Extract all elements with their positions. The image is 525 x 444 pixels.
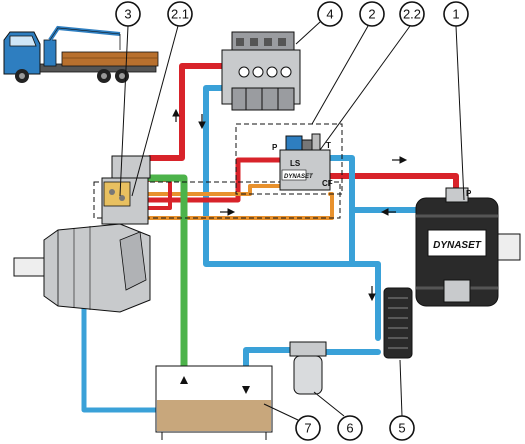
callout-2-2-label: 2.2 xyxy=(403,7,421,22)
port-t-label: T xyxy=(326,141,331,150)
callout-7 xyxy=(295,415,321,441)
callout-6-label: 6 xyxy=(346,421,353,436)
pump-boundary xyxy=(93,181,341,219)
port-cf-label: CF xyxy=(322,179,333,188)
oil-tank xyxy=(155,365,273,440)
callout-4 xyxy=(317,1,343,27)
return-filter xyxy=(289,341,327,395)
callout-1 xyxy=(443,1,469,27)
port-ls-label: LS xyxy=(290,159,301,168)
callout-6 xyxy=(337,415,363,441)
generator-brand-label: DYNASET xyxy=(433,240,482,251)
callout-3 xyxy=(115,1,141,27)
system-boundary xyxy=(235,123,343,195)
port-p-label: P xyxy=(272,143,278,152)
callout-5-label: 5 xyxy=(398,421,405,436)
suction-line xyxy=(146,174,188,404)
callout-2 xyxy=(359,1,385,27)
return-line-from-regulator xyxy=(327,155,355,267)
drain-line-to-tank xyxy=(81,277,171,413)
truck-crane-icon xyxy=(3,25,159,83)
callout-2-1 xyxy=(167,1,193,27)
hydraulic-pump xyxy=(13,155,151,313)
directional-valve xyxy=(221,31,301,111)
return-line-to-cooler xyxy=(349,261,381,341)
callout-2-1-label: 2.1 xyxy=(171,7,189,22)
generator-port-p-label: P xyxy=(466,189,472,198)
callout-3-label: 3 xyxy=(124,7,131,22)
callout-4-label: 4 xyxy=(326,7,333,22)
callout-5 xyxy=(389,415,415,441)
callout-2-label: 2 xyxy=(368,7,375,22)
callout-2-2 xyxy=(399,1,425,27)
pressure-line-to-valve xyxy=(147,63,225,161)
hydraulic-generator: DYNASET xyxy=(415,187,521,307)
return-line-from-valve xyxy=(203,85,355,267)
valve-brand-label: DYNASET xyxy=(284,174,314,180)
flow-arrow-icon xyxy=(172,108,408,302)
pressure-line-to-generator xyxy=(327,173,459,199)
callout-1-label: 1 xyxy=(452,7,459,22)
oil-cooler xyxy=(383,287,413,359)
flow-regulator-valve: DYNASET xyxy=(279,133,331,191)
callout-7-label: 7 xyxy=(304,421,311,436)
